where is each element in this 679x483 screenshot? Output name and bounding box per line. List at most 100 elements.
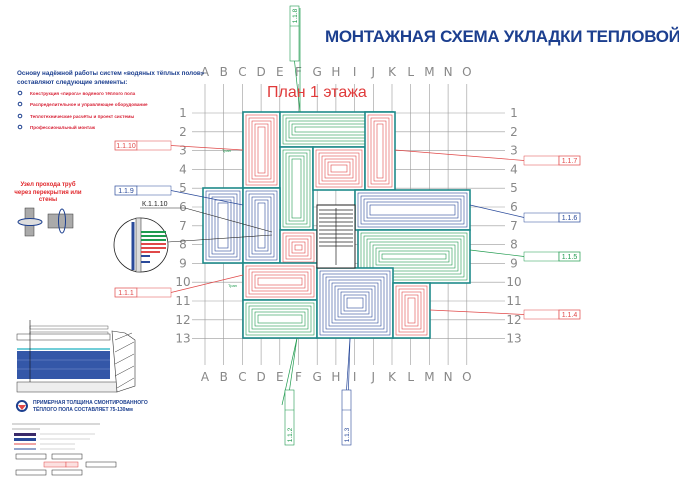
pipe-loop (285, 235, 312, 260)
heating-loop-room (242, 262, 318, 301)
room-wall (316, 267, 394, 339)
pipe-loop (205, 190, 241, 261)
room-wall (279, 229, 318, 266)
node-title-2: через перекрытия или (14, 190, 82, 196)
pipe-loop (251, 196, 272, 255)
leader-line (289, 337, 298, 391)
row-label-right: 7 (510, 219, 518, 233)
pipe-loop (381, 253, 447, 260)
pipe-loop (248, 117, 275, 183)
column-label-top: D (256, 65, 265, 79)
row-label-left: 1 (179, 106, 187, 120)
pipe-loop (325, 276, 385, 330)
collector-1-1-5: 1.1.5 (469, 249, 581, 262)
room-wall (354, 189, 471, 231)
row-label-left: 13 (175, 332, 190, 346)
column-label-bottom: H (331, 370, 340, 384)
row-label-left: 10 (175, 275, 190, 289)
column-label-top: A (201, 65, 210, 79)
heating-loop-room (279, 146, 314, 231)
pipe-loop (376, 123, 384, 179)
pipe-loop (401, 291, 422, 330)
pipe-loop (294, 244, 303, 251)
row-label-right: 2 (510, 125, 518, 139)
pipe-loop (245, 265, 315, 298)
intro-heading: Основу надёжной работы систем «водяных т… (17, 69, 205, 77)
row-label-right: 12 (506, 313, 521, 327)
pipe-loop (372, 244, 456, 269)
legend-block (12, 423, 117, 476)
row-label-right: 10 (506, 275, 521, 289)
heating-loop-room (312, 146, 366, 191)
column-label-top: J (371, 65, 376, 79)
pipe-loop (369, 241, 459, 272)
intro-item: Теплотехнические расчёты и проект систем… (30, 114, 134, 119)
collector-1-1-6: 1.1.6 (469, 204, 581, 223)
pipe-loop (346, 297, 364, 309)
heating-loop-room (354, 189, 471, 231)
pipe-loop (330, 164, 348, 173)
pipe-loop (331, 282, 379, 324)
row-label-left: 6 (179, 200, 187, 214)
legend-swatch (14, 438, 36, 441)
row-label-right: 9 (510, 256, 518, 270)
bullet-icon (17, 90, 23, 96)
pipe-loop (257, 314, 303, 324)
pipe-loop (324, 158, 354, 179)
pipe-loop (404, 294, 419, 327)
column-label-top: O (462, 65, 471, 79)
collector-info-box (523, 251, 560, 262)
pipe-loop (282, 149, 311, 228)
row-label-left: 11 (175, 294, 190, 308)
pipe-loop (251, 120, 272, 180)
leader-line (170, 190, 244, 206)
pipe-loop (315, 149, 363, 188)
collector-info-box (523, 212, 560, 223)
pipe-loop (254, 199, 269, 252)
column-label-top: N (444, 65, 453, 79)
page-title: МОНТАЖНАЯ СХЕМА УКЛАДКИ ТЕПЛОВОЙ ТРУБЫ (325, 27, 679, 46)
collector-id: 1.1.3 (344, 427, 351, 442)
collector-id: 1.1.8 (292, 8, 299, 23)
room-wall (279, 146, 314, 231)
collector-id: 1.1.4 (562, 312, 578, 319)
pipe-loop (328, 279, 382, 327)
collector-1-1-8: 1.1.8 (289, 5, 301, 113)
pipe-loop (214, 199, 232, 252)
pipe-loop (366, 201, 459, 219)
column-label-bottom: L (407, 370, 414, 384)
collector-1-1-7: 1.1.7 (394, 149, 581, 166)
logo-icon (15, 400, 28, 412)
legend-swatch (14, 433, 36, 436)
collector-1-1-1: 1.1.1 (114, 274, 244, 298)
pipe-loop (288, 238, 309, 257)
pipe-loop (251, 271, 309, 292)
row-label-right: 11 (506, 294, 521, 308)
column-label-top: I (353, 65, 357, 79)
row-label-left: 4 (179, 162, 187, 176)
pipe-loop (211, 196, 235, 255)
column-label-top: G (313, 65, 322, 79)
node-title-3: стены (39, 197, 57, 203)
pipe-loop (319, 270, 391, 336)
pipe-loop (398, 288, 425, 333)
pipe-loop (395, 285, 428, 336)
row-label-right: 6 (510, 200, 518, 214)
room-wall (242, 111, 281, 189)
collector-id: 1.1.9 (118, 188, 134, 195)
collector-id-box (558, 309, 581, 320)
row-label-right: 8 (510, 238, 518, 252)
row-label-right: 13 (506, 332, 521, 346)
heating-loop-room (392, 282, 431, 339)
room-wall (202, 187, 244, 264)
column-label-top: H (331, 65, 340, 79)
pipe-loop (318, 152, 360, 185)
collector-1-1-9: 1.1.9 (114, 185, 244, 206)
column-label-bottom: N (444, 370, 453, 384)
pipe-loop (360, 195, 465, 225)
pipe-loop (337, 288, 373, 318)
column-label-top: B (220, 65, 228, 79)
row-label-left: 8 (179, 238, 187, 252)
bullet-icon (17, 124, 23, 130)
room-label: Трап (228, 283, 237, 288)
